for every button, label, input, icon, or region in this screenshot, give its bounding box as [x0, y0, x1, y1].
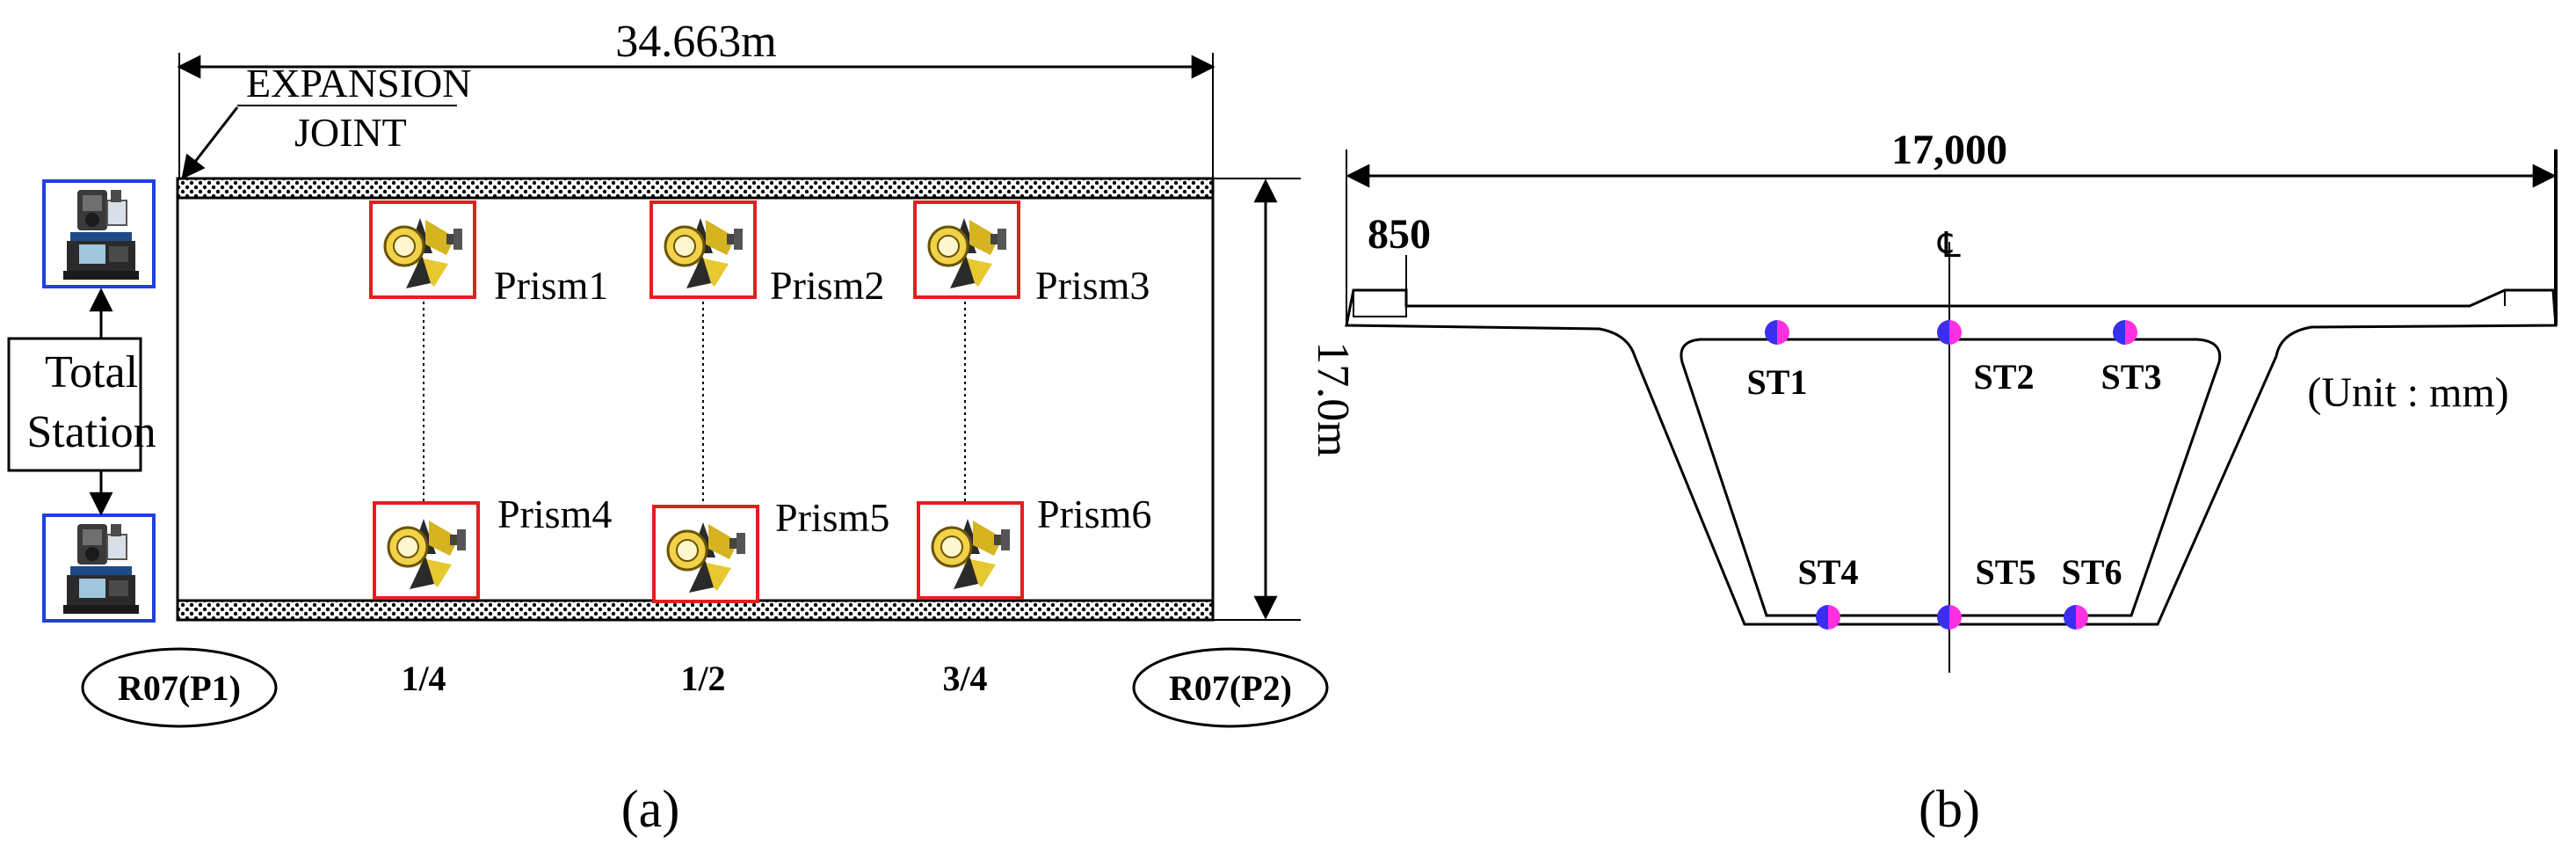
prism-icon	[373, 501, 480, 600]
position-label-three-quarter: 3/4	[942, 659, 987, 698]
centerline-symbol: ℄	[1937, 225, 1961, 265]
sensor-label-1: ST1	[1747, 362, 1808, 402]
caption-b: (b)	[1919, 780, 1980, 838]
sensor-label-6: ST6	[2062, 552, 2122, 592]
deck-bottom-joint	[176, 599, 1215, 622]
edge-label: 850	[1368, 211, 1431, 258]
length-label: 34.663m	[615, 17, 776, 67]
prism-icon	[913, 200, 1020, 299]
pier-right-ellipse	[1132, 647, 1329, 728]
sensor-label-5: ST5	[1976, 552, 2036, 592]
sensor-dot-icon	[1765, 320, 1789, 345]
prism-icon	[369, 200, 476, 299]
girder-outer-outline	[1345, 288, 2558, 626]
width-label: 17.0m	[1308, 341, 1358, 456]
position-label-quarter: 1/4	[401, 659, 446, 698]
expansion-joint-label-2: JOINT	[294, 110, 407, 155]
left-parapet	[1353, 290, 1407, 317]
sensor-label-2: ST2	[1974, 357, 2035, 397]
position-label-half: 1/2	[680, 659, 725, 698]
sensor-dot-icon	[2064, 605, 2088, 630]
total-station-label-2: Station	[26, 407, 156, 457]
panel-a: 34.663m EXPANSION JOINT 17.0m Prism1 Pri…	[7, 17, 1358, 838]
sensor-dot-icon	[1816, 605, 1840, 630]
deck-top-joint	[176, 177, 1215, 200]
sensor-label-3: ST3	[2101, 357, 2162, 397]
prism-icon	[649, 200, 757, 299]
panel-b: 17,000 850 ℄ ST1 ST2 ST3 ST4 ST5 ST6 (Un…	[1345, 127, 2558, 838]
prism-label-2: Prism2	[770, 263, 884, 308]
pier-left-label: R07(P1)	[118, 668, 241, 708]
caption-a: (a)	[621, 780, 680, 838]
prism-label-4: Prism4	[497, 492, 612, 536]
prism-label-3: Prism3	[1035, 263, 1150, 308]
pier-left-ellipse	[81, 647, 278, 728]
prism-label-5: Prism5	[775, 495, 889, 540]
unit-label: (Unit : mm)	[2307, 369, 2508, 416]
total-station-icon	[42, 514, 156, 623]
prism-label-1: Prism1	[494, 263, 608, 308]
total-station-label-1: Total	[45, 347, 138, 397]
prism-icon	[652, 505, 759, 603]
pier-right-label: R07(P2)	[1169, 668, 1292, 708]
total-station-icon	[42, 179, 156, 288]
expansion-joint-arrow	[181, 106, 239, 180]
prism-label-6: Prism6	[1037, 492, 1151, 536]
girder-inner-outline	[1680, 338, 2222, 617]
sensor-dot-icon	[1937, 605, 1962, 630]
sensor-dot-icon	[1937, 320, 1962, 345]
sensor-label-4: ST4	[1798, 552, 1859, 592]
total-station-box	[7, 337, 142, 472]
prism-icon	[917, 501, 1024, 600]
section-width-label: 17,000	[1891, 127, 2007, 173]
sensor-dot-icon	[2113, 320, 2137, 345]
expansion-joint-label-1: EXPANSION	[246, 61, 471, 106]
